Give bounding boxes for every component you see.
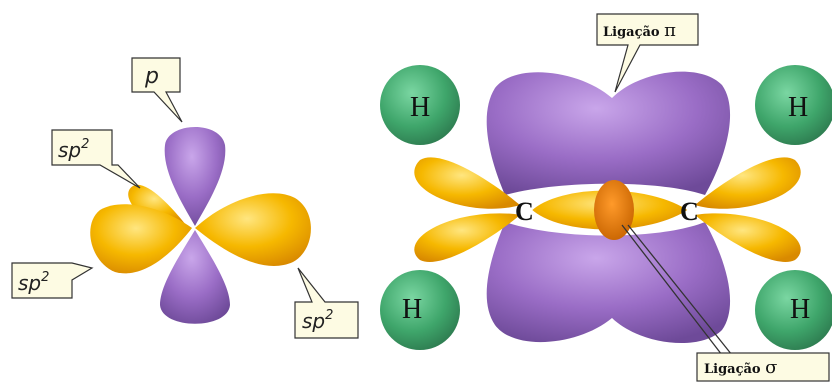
callout-p-label: p [144,64,159,89]
callout-p: p [131,57,183,123]
hydrogen-lower-right [755,270,832,350]
sp2-lobe-upper-left [414,157,520,209]
sp2-lobe-lower-right [695,213,801,262]
carbon-label-left: C [515,197,534,226]
sp2-carbon-model: p sp2 sp2 sp2 [11,57,359,339]
callout-sigma-bond: Ligação σ [696,352,830,382]
hydrogen-label-lower-right: H [790,294,810,325]
svg-text:sp2: sp2 [18,270,49,295]
sigma-bond-core [594,180,634,240]
sp2-lobe-lower-left [414,213,520,262]
callout-sp2-right-base: sp [302,309,325,333]
sigma-callout-pointer [621,224,723,356]
p-orbital-bottom-lobe [160,230,230,324]
pi-cloud-bottom [486,222,731,344]
hydrogen-label-upper-right: H [788,92,808,123]
callout-sp2-right: sp2 [294,267,359,339]
sp2-lobe-right [195,193,311,266]
svg-text:sp2: sp2 [58,137,89,162]
hydrogen-lower-left [380,270,460,350]
callout-sp2-left-exp: 2 [41,270,49,285]
ethene-bond-model: H H H H C C Ligação π Ligação σ [380,13,832,382]
hydrogen-label-lower-left: H [402,294,422,325]
p-orbital-top-lobe [164,126,226,226]
callout-pi-symbol: π [664,20,676,41]
callout-sp2-top-exp: 2 [81,137,89,152]
carbon-label-right: C [680,197,699,226]
callout-pi-text: Ligação [603,25,660,40]
callout-sigma-symbol: σ [765,357,777,378]
callout-sp2-right-exp: 2 [325,308,333,323]
callout-sp2-left-base: sp [18,271,41,295]
pi-cloud-top [486,71,731,195]
svg-text:sp2: sp2 [302,308,333,333]
svg-text:Ligação π: Ligação π [603,20,676,41]
callout-sp2-top-base: sp [58,138,81,162]
hydrogen-upper-left [380,65,460,145]
callout-sp2-top: sp2 [51,129,141,189]
callout-sp2-left: sp2 [11,262,94,299]
svg-text:Ligação σ: Ligação σ [704,357,777,378]
hydrogen-label-upper-left: H [410,92,430,123]
sp2-lobe-upper-right [695,157,801,209]
callout-pi-bond: Ligação π [596,13,699,93]
sp2-lobe-left [90,204,192,274]
callout-sigma-text: Ligação [704,362,761,377]
hydrogen-upper-right [755,65,832,145]
